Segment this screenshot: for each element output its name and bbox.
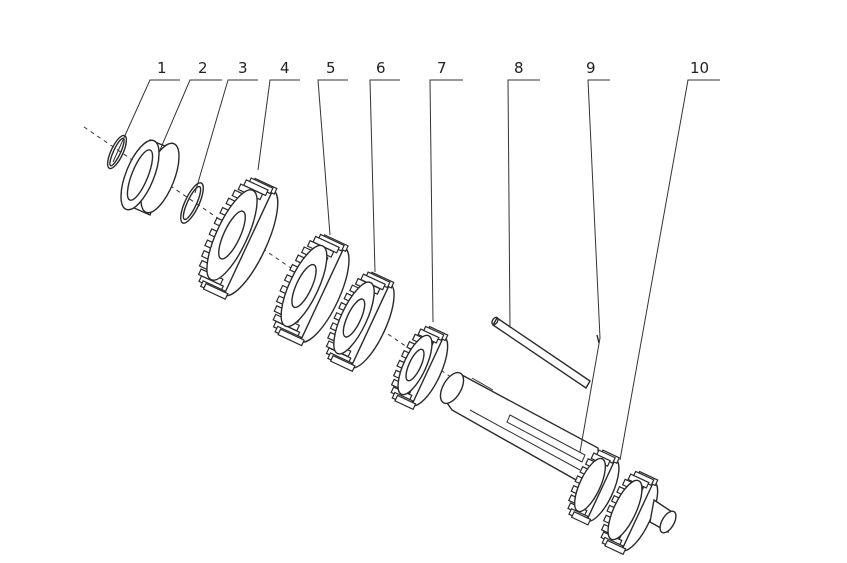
part-3-snap-ring (180, 182, 204, 224)
part-9-small-key (596, 334, 600, 344)
gear-tooth (570, 511, 592, 526)
part-7-gear (390, 325, 449, 411)
callout-5: 5 (326, 59, 336, 77)
callout-6: 6 (376, 59, 386, 77)
callout-4: 4 (280, 59, 290, 77)
callout-leaders (112, 79, 720, 461)
callout-8: 8 (514, 59, 524, 77)
callout-7: 7 (437, 59, 447, 77)
callout-3: 3 (238, 59, 248, 77)
callout-labels: 1 2 3 4 5 6 7 8 9 10 (157, 59, 709, 77)
gear-tooth (394, 394, 417, 411)
gear-tooth (329, 354, 356, 373)
part-6-gear (325, 271, 395, 373)
gear-tooth (277, 328, 305, 347)
callout-10: 10 (690, 59, 709, 77)
callout-9: 9 (586, 59, 596, 77)
gear-tooth (202, 282, 229, 300)
callout-2: 2 (198, 59, 208, 77)
part-5-gear (272, 233, 350, 347)
part-10-shaft (439, 371, 677, 556)
callout-1: 1 (157, 59, 167, 77)
part-8-key (491, 316, 591, 390)
gear-tooth (604, 539, 627, 556)
part-4-gear (197, 177, 279, 300)
part-2-bearing (120, 139, 180, 216)
centre-axis (83, 126, 471, 391)
